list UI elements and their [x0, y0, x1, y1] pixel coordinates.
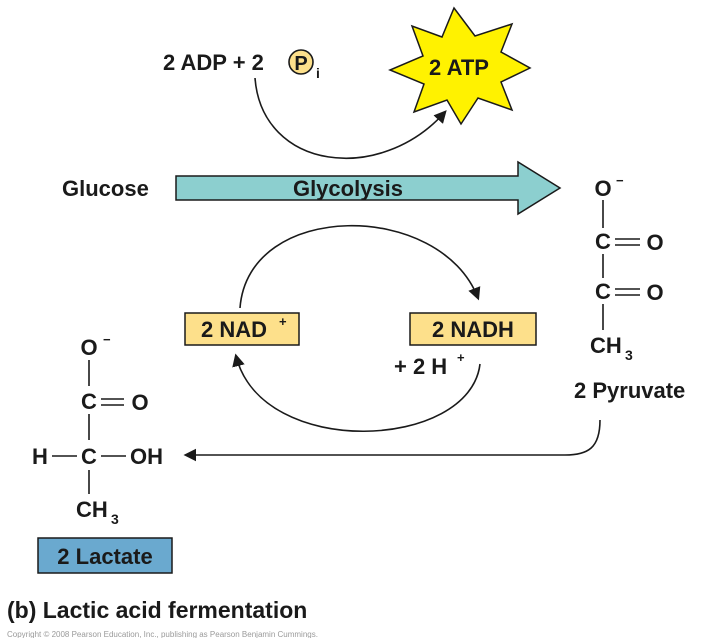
nadh-to-nad-arrow [232, 353, 481, 432]
pyruvate-carbon-2: C [595, 279, 611, 304]
lactate-hydroxyl: OH [130, 444, 163, 469]
pyruvate-oxygen-1: O [646, 230, 663, 255]
lactate-carbon-1: C [81, 389, 97, 414]
figure-title: (b) Lactic acid fermentation [7, 597, 307, 623]
pyruvate-oxygen-2: O [646, 280, 663, 305]
atp-burst-icon [388, 6, 532, 126]
phosphate-symbol: P [294, 53, 307, 75]
nad-charge: + [279, 314, 287, 329]
pyruvate-to-lactate-arrow [183, 419, 601, 462]
lactate-hydrogen: H [32, 444, 48, 469]
lactate-anion-sign: − [103, 332, 111, 347]
pyruvate-label: 2 Pyruvate [574, 378, 685, 403]
atp-label: 2 ATP [429, 55, 489, 80]
pyruvate-methyl-sub: 3 [625, 347, 633, 363]
nad-box [184, 312, 300, 346]
nadh-box [409, 312, 537, 346]
nadh-label: 2 NADH [432, 317, 514, 342]
glucose-label: Glucose [62, 176, 149, 201]
adp-input-label: 2 ADP + 2 [163, 50, 264, 75]
lactate-carbon-2: C [81, 444, 97, 469]
pyruvate-methyl: CH [590, 333, 622, 358]
nad-to-nadh-arrow [239, 224, 481, 309]
lactate-oxygen: O [131, 390, 148, 415]
hydrogen-ion-label: + 2 H [394, 354, 447, 379]
copyright-notice: Copyright © 2008 Pearson Education, Inc.… [7, 630, 318, 638]
nad-label: 2 NAD [201, 317, 267, 342]
pyruvate-structure: O − C O C O CH 3 [590, 173, 664, 363]
glycolysis-arrow [175, 160, 562, 216]
lactate-methyl-sub: 3 [111, 511, 119, 527]
pyruvate-carbon-1: C [595, 229, 611, 254]
atp-loop-arrow [254, 77, 447, 159]
lactate-oxygen-anion: O [80, 335, 97, 360]
pyruvate-oxygen-anion: O [594, 176, 611, 201]
lactate-structure: O − C O H C OH CH 3 [32, 332, 163, 527]
hydrogen-ion-charge: + [457, 350, 465, 365]
phosphate-circle-icon [288, 49, 314, 75]
glycolysis-label: Glycolysis [293, 176, 403, 201]
lactate-methyl: CH [76, 497, 108, 522]
phosphate-subscript: i [316, 65, 320, 81]
lactate-box [37, 537, 173, 574]
pyruvate-anion-sign: − [616, 173, 624, 188]
lactate-label: 2 Lactate [57, 544, 152, 569]
